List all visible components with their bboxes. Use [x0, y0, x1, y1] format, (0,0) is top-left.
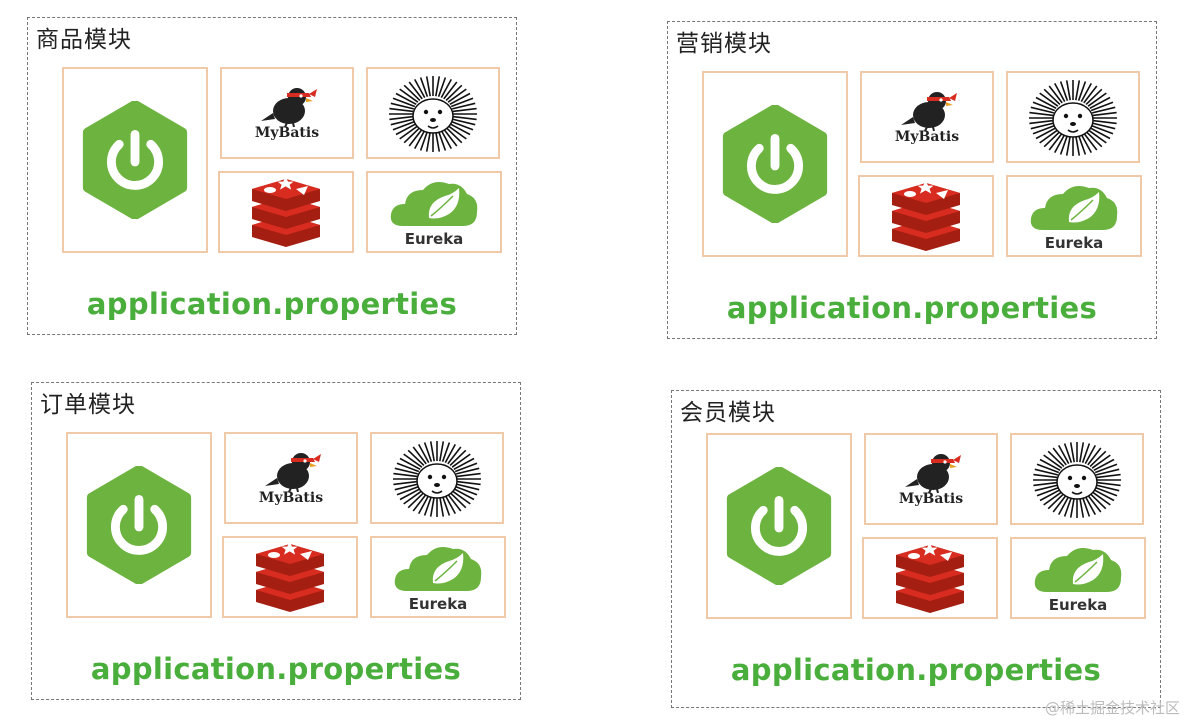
redis-cell [858, 175, 994, 257]
spring-leaf-cloud-icon [394, 547, 482, 591]
module-title: 商品模块 [36, 27, 132, 53]
redis-stack-icon [256, 541, 324, 612]
config-file-label: application.properties [86, 287, 458, 321]
eureka-label: Eureka [1048, 596, 1108, 614]
hystrix-porcupine-icon [389, 76, 477, 152]
mybatis-bird-icon [264, 453, 321, 492]
eureka-cell: Eureka [370, 536, 506, 618]
config-file-label: application.properties [90, 652, 462, 686]
hystrix-cell [366, 67, 500, 159]
mybatis-label: MyBatis [258, 490, 324, 506]
spring-leaf-cloud-icon [390, 182, 478, 226]
mybatis-bird-icon [904, 454, 961, 493]
module-title: 订单模块 [40, 392, 136, 418]
spring-boot-power-icon [726, 467, 832, 585]
redis-cell [862, 537, 998, 619]
eureka-label: Eureka [404, 230, 464, 248]
spring-boot-power-icon [86, 466, 192, 584]
mybatis-bird-icon [260, 88, 317, 127]
spring-leaf-cloud-icon [1030, 186, 1118, 230]
hystrix-cell [1010, 433, 1144, 525]
spring-boot-cell [706, 433, 852, 619]
redis-stack-icon [896, 542, 964, 613]
module-title: 营销模块 [676, 31, 772, 57]
spring-boot-power-icon [82, 101, 188, 219]
redis-cell [222, 536, 358, 618]
mybatis-label: MyBatis [254, 125, 320, 141]
mybatis-label: MyBatis [894, 129, 960, 145]
hystrix-porcupine-icon [1033, 442, 1121, 518]
mybatis-label: MyBatis [898, 491, 964, 507]
eureka-label: Eureka [408, 595, 468, 613]
config-file-label: application.properties [730, 653, 1102, 687]
spring-boot-cell [702, 71, 848, 257]
spring-boot-power-icon [722, 105, 828, 223]
redis-cell [218, 171, 354, 253]
spring-leaf-cloud-icon [1034, 548, 1122, 592]
eureka-cell: Eureka [1006, 175, 1142, 257]
mybatis-bird-icon [900, 92, 957, 131]
mybatis-cell: MyBatis [224, 432, 358, 524]
watermark: @稀土掘金技术社区 [1044, 699, 1180, 717]
redis-stack-icon [252, 176, 320, 247]
spring-boot-cell [62, 67, 208, 253]
eureka-cell: Eureka [1010, 537, 1146, 619]
hystrix-porcupine-icon [1029, 80, 1117, 156]
mybatis-cell: MyBatis [860, 71, 994, 163]
mybatis-cell: MyBatis [864, 433, 998, 525]
eureka-cell: Eureka [366, 171, 502, 253]
hystrix-cell [1006, 71, 1140, 163]
hystrix-porcupine-icon [393, 441, 481, 517]
module-title: 会员模块 [680, 400, 776, 426]
config-file-label: application.properties [726, 291, 1098, 325]
spring-boot-cell [66, 432, 212, 618]
hystrix-cell [370, 432, 504, 524]
mybatis-cell: MyBatis [220, 67, 354, 159]
eureka-label: Eureka [1044, 234, 1104, 252]
redis-stack-icon [892, 180, 960, 251]
